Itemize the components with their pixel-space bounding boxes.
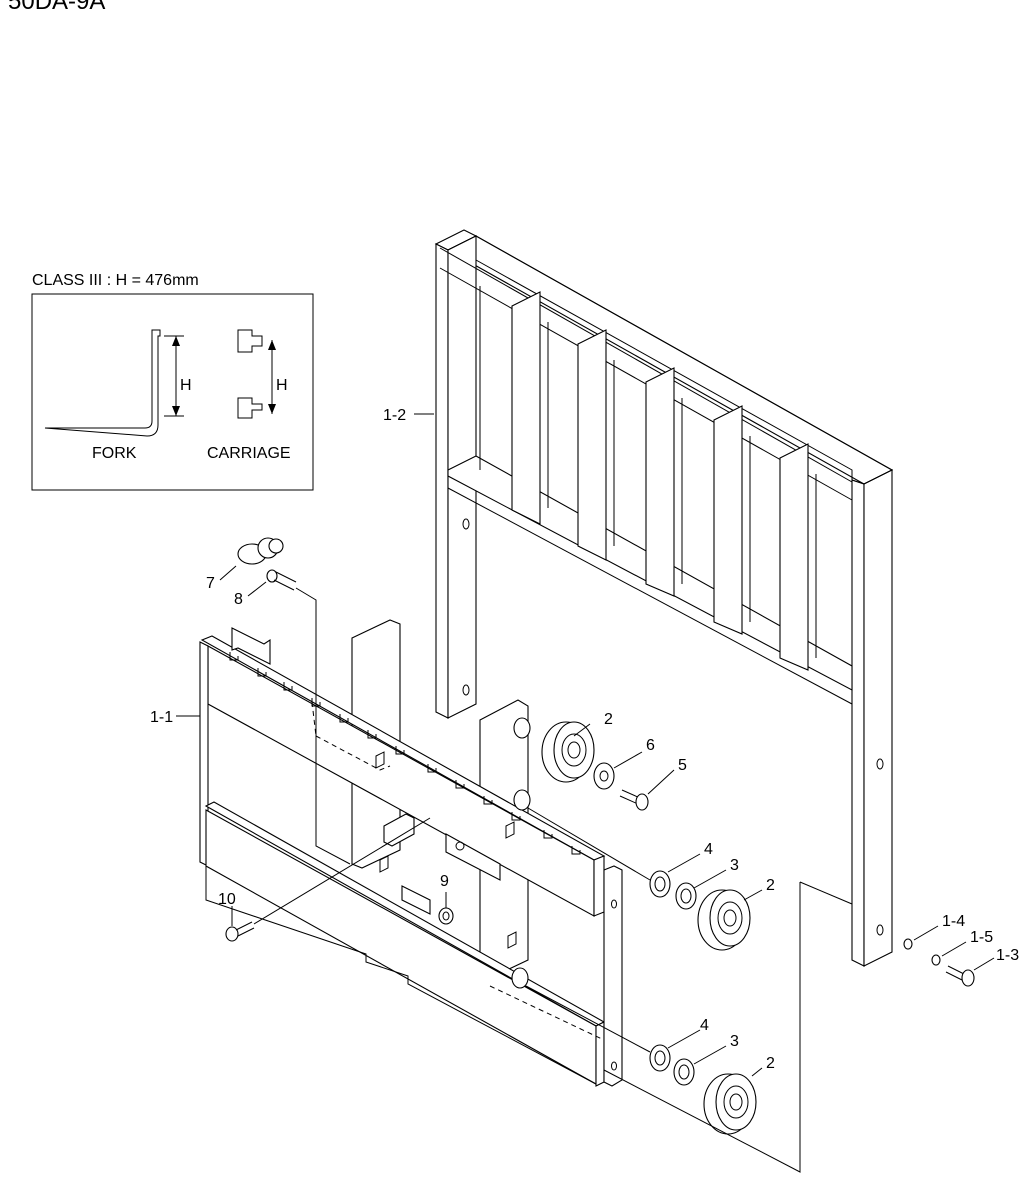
leader-lines — [176, 413, 995, 1077]
callout-5: 5 — [678, 757, 687, 774]
carriage-profile-icon — [237, 329, 276, 419]
backrest-hole — [462, 518, 470, 530]
callout-4-middle: 4 — [704, 841, 713, 858]
callout-1-1: 1-1 — [150, 709, 173, 726]
callout-1-5: 1-5 — [970, 929, 993, 946]
fork-notches — [229, 652, 581, 855]
fork-dimension-label: H — [180, 377, 192, 394]
callout-10: 10 — [218, 891, 236, 908]
roller-2-bottom — [703, 1073, 757, 1135]
fork-carriage — [199, 619, 623, 1087]
washer-4-bottom — [649, 1044, 671, 1072]
washer-6 — [593, 762, 615, 790]
bolt-1-3 — [945, 965, 975, 987]
nut-9 — [438, 907, 454, 925]
bolt-8 — [266, 569, 297, 591]
bolt-5 — [619, 789, 649, 811]
callout-1-4: 1-4 — [942, 913, 965, 930]
fork-profile-icon — [44, 329, 184, 437]
inset-title: CLASS III : H = 476mm — [32, 272, 199, 289]
washer-3-middle — [675, 882, 697, 910]
callout-3-middle: 3 — [730, 857, 739, 874]
callout-2-top: 2 — [604, 711, 613, 728]
callout-4-bottom: 4 — [700, 1017, 709, 1034]
model-code: 50DA-9A — [8, 0, 106, 15]
callout-1-3: 1-3 — [996, 947, 1019, 964]
backrest-bars — [479, 286, 817, 671]
callout-2-middle: 2 — [766, 877, 775, 894]
carriage-dimension-label: H — [276, 377, 288, 394]
callout-8: 8 — [234, 591, 243, 608]
bolt-10 — [225, 817, 431, 942]
backrest-hole — [876, 758, 884, 770]
backrest-hole — [876, 924, 884, 936]
callout-1-2: 1-2 — [383, 407, 406, 424]
stopper-7 — [237, 537, 284, 565]
roller-2-top — [541, 721, 595, 783]
fork-label: FORK — [92, 445, 137, 462]
dimension-inset: H FORK H CARRIAGE — [31, 293, 314, 491]
washer-3-bottom — [673, 1058, 695, 1086]
backrest-hole — [462, 684, 470, 696]
washer-4-middle — [649, 870, 671, 898]
callout-3-bottom: 3 — [730, 1033, 739, 1050]
washer-1-4 — [903, 938, 913, 950]
roller-2-middle — [697, 889, 751, 951]
washer-1-5 — [931, 954, 941, 966]
callout-6: 6 — [646, 737, 655, 754]
load-backrest — [434, 229, 894, 967]
callout-7: 7 — [206, 575, 215, 592]
carriage-label: CARRIAGE — [207, 445, 291, 462]
callout-9: 9 — [440, 873, 449, 890]
callout-2-bottom: 2 — [766, 1055, 775, 1072]
